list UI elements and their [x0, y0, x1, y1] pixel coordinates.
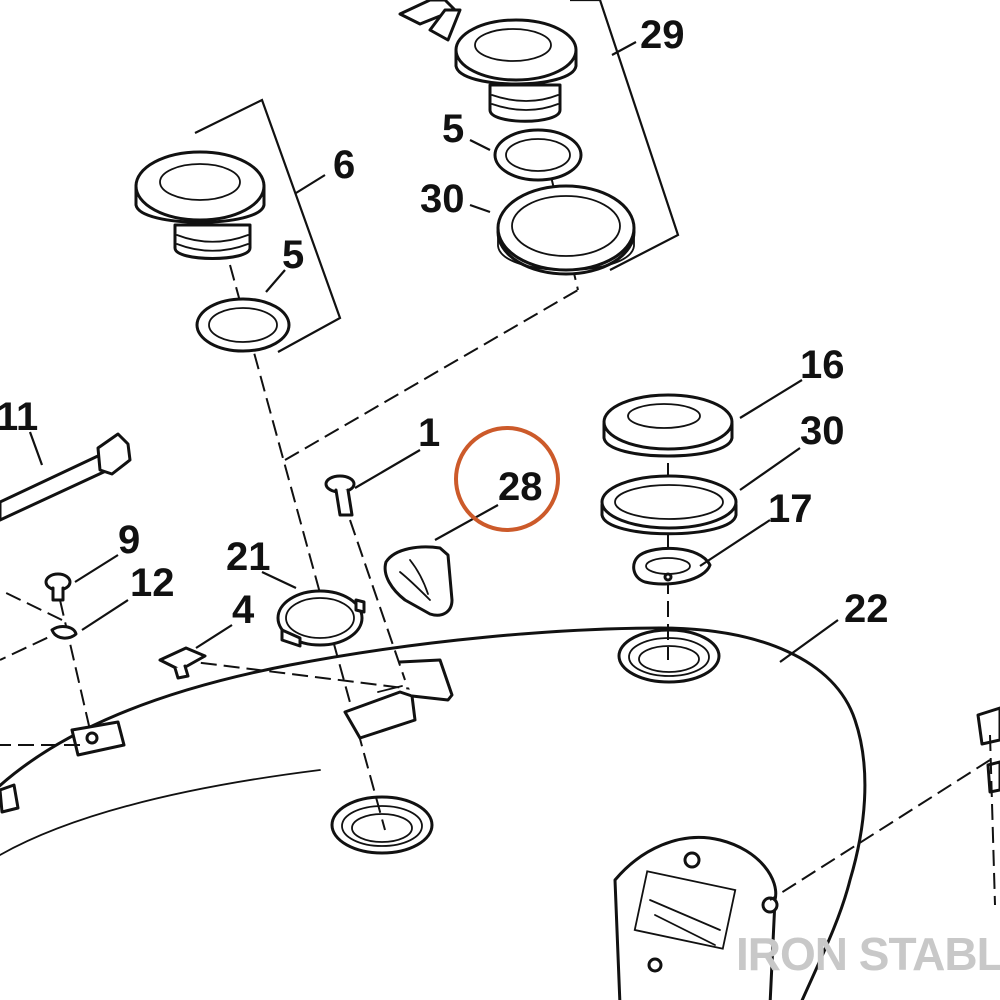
callout-1: 1 [418, 411, 440, 455]
callout-16: 16 [800, 343, 845, 387]
fuel-tank [0, 626, 1000, 1000]
callout-labels: 29 5 30 6 5 16 30 11 1 28 17 9 21 12 4 2… [0, 13, 889, 632]
callout-9: 9 [118, 518, 140, 562]
callout-22: 22 [844, 587, 889, 631]
fuel-cap-6 [134, 150, 266, 260]
callout-21: 21 [226, 535, 271, 579]
callout-4: 4 [232, 588, 255, 632]
watermark: IRON STABLE [736, 928, 1000, 980]
band-clamp-21 [276, 589, 366, 648]
callout-28-highlight-circle [454, 426, 560, 532]
fuel-cap-29 [398, 0, 578, 123]
speed-nut-4 [158, 646, 207, 680]
gasket-5-right [493, 128, 583, 182]
callout-11: 11 [0, 395, 38, 439]
bracket-28 [383, 545, 454, 617]
cap-cover-16 [602, 393, 734, 458]
callout-12: 12 [130, 561, 175, 605]
long-bolt-11 [0, 432, 132, 522]
leader-lines [28, 41, 839, 663]
callout-30-lower: 30 [800, 409, 845, 453]
callout-17: 17 [768, 487, 813, 531]
gasket-5-left [195, 297, 291, 353]
callout-30-upper: 30 [420, 177, 465, 221]
kit-bracket-29 [570, 0, 680, 271]
filler-ring-30-lower [600, 474, 738, 536]
callout-29: 29 [640, 13, 685, 57]
tank-mount-bracket [343, 658, 454, 740]
clip-12 [50, 625, 78, 640]
kit-bracket-6 [194, 98, 342, 353]
callout-5-right: 5 [442, 107, 464, 151]
screw-9 [44, 572, 72, 602]
callout-5-left: 5 [282, 233, 304, 277]
tank-filler-opening-left [330, 795, 434, 855]
filler-ring-30-upper [496, 184, 636, 276]
retaining-clip-17 [632, 546, 712, 586]
callout-6: 6 [333, 143, 355, 187]
screw-1 [324, 474, 356, 517]
callout-28: 28 [498, 465, 543, 509]
